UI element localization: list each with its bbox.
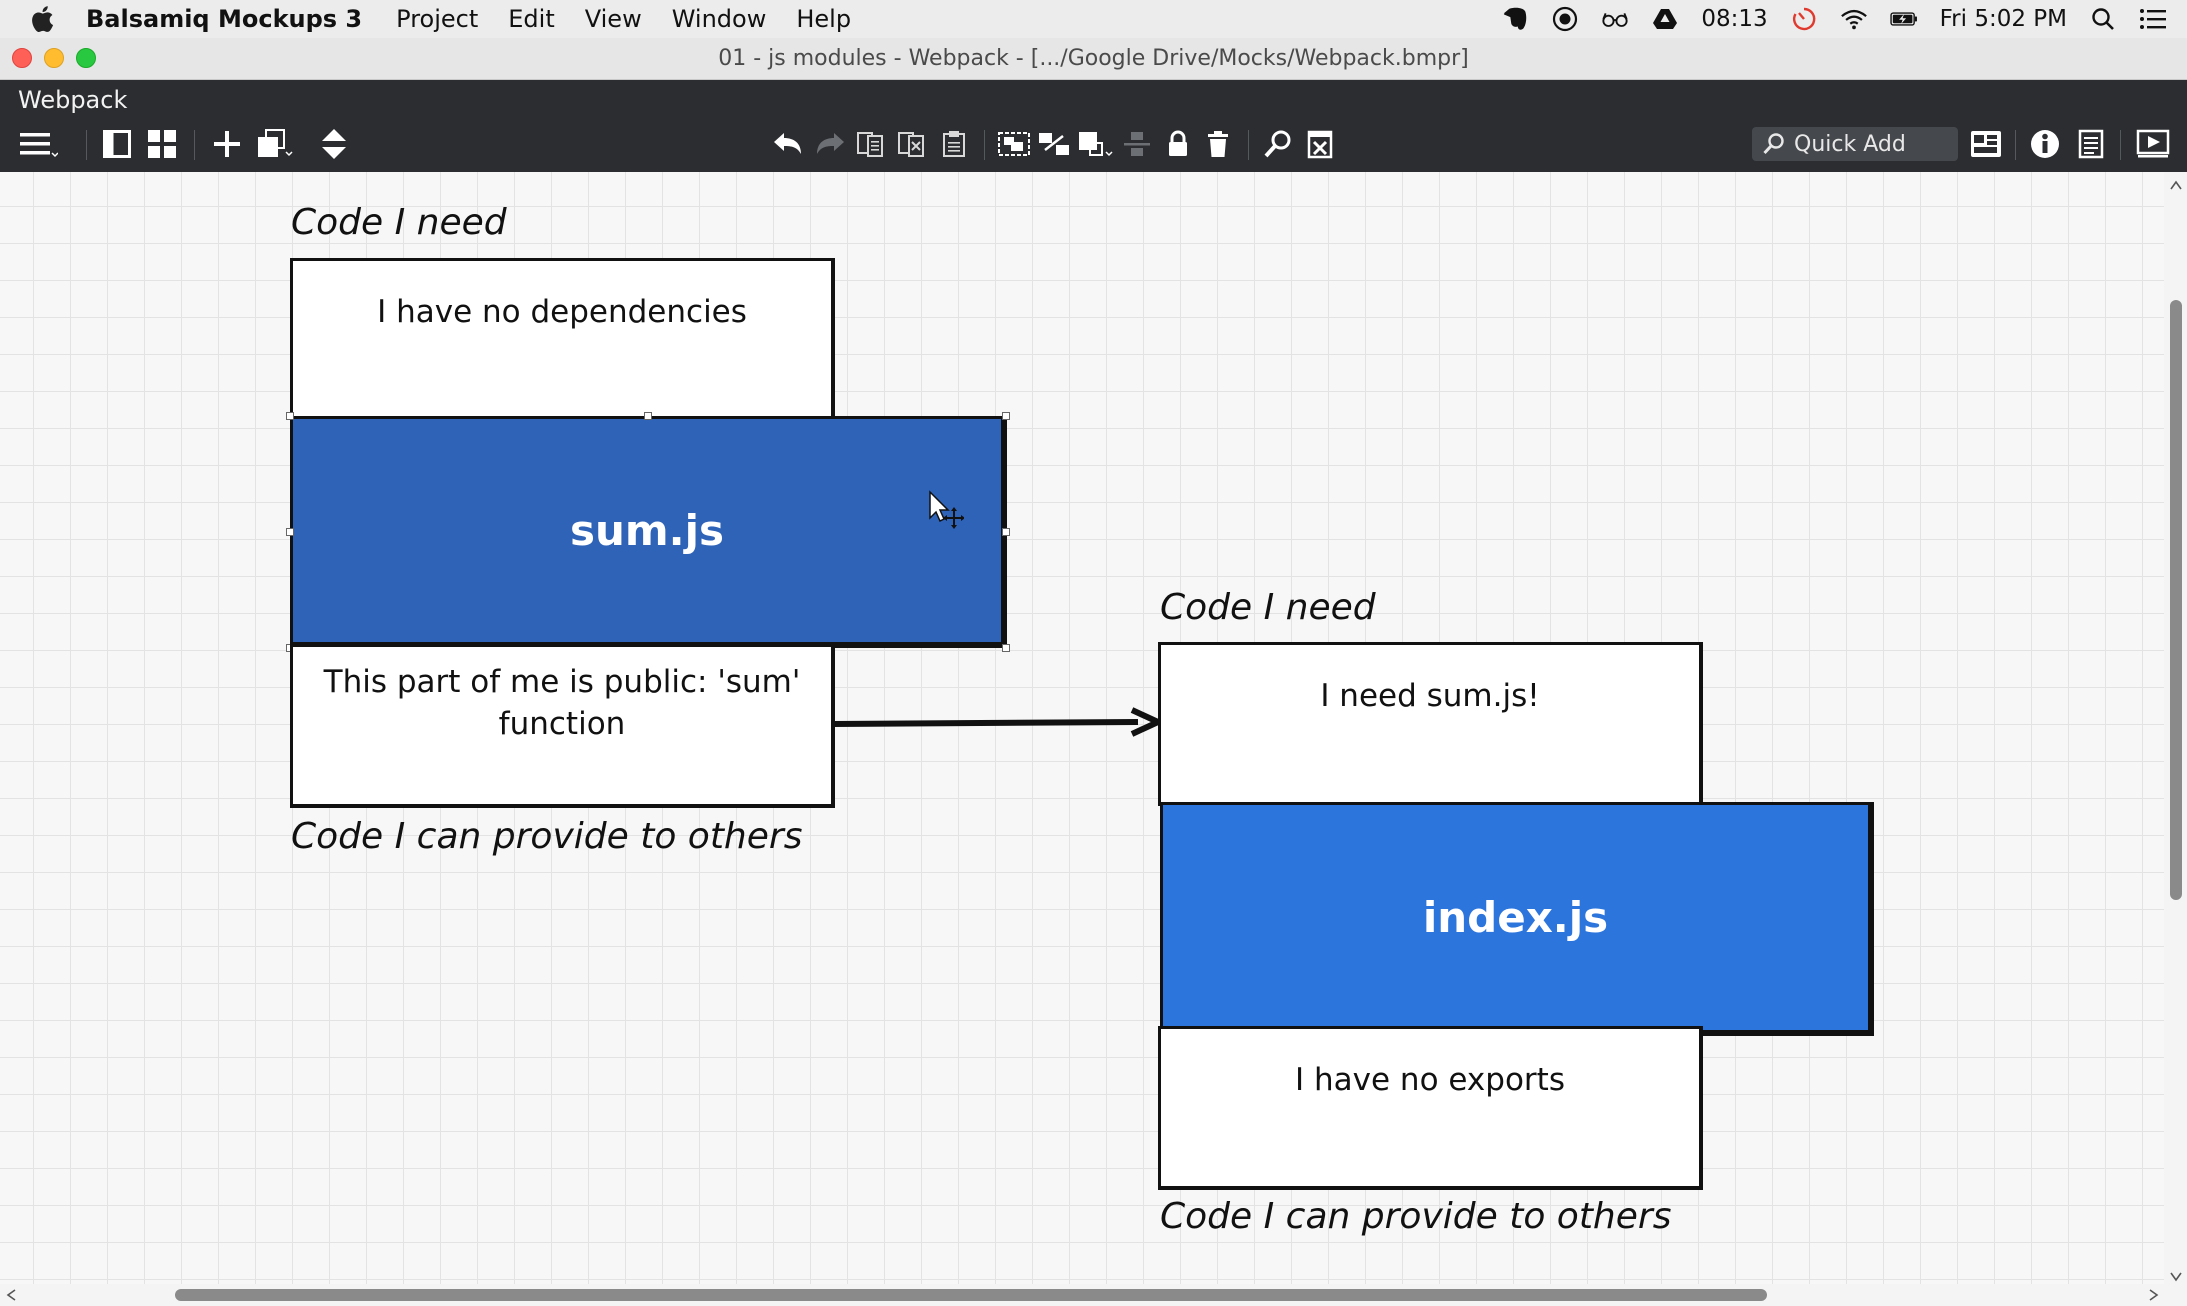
- left-exports-box[interactable]: This part of me is public: 'sum' functio…: [290, 644, 835, 808]
- menu-project[interactable]: Project: [396, 5, 479, 33]
- drive-icon[interactable]: [1651, 5, 1679, 33]
- macos-menubar: Balsamiq Mockups 3 Project Edit View Win…: [0, 0, 2187, 38]
- search-icon: [1763, 133, 1784, 155]
- quick-add-placeholder: Quick Add: [1794, 131, 1906, 157]
- sum-js-module[interactable]: sum.js: [290, 416, 1007, 648]
- apple-icon[interactable]: [30, 5, 68, 33]
- undo-icon[interactable]: [768, 124, 808, 164]
- horizontal-scroll-thumb[interactable]: [175, 1289, 1767, 1301]
- single-panel-view-icon[interactable]: [97, 124, 137, 164]
- notes-icon[interactable]: [2071, 124, 2111, 164]
- lock-icon[interactable]: [1158, 124, 1198, 164]
- left-dependencies-box[interactable]: I have no dependencies: [290, 258, 835, 422]
- evernote-icon[interactable]: [1501, 5, 1529, 33]
- arrange-layers-icon[interactable]: [256, 124, 296, 164]
- right-code-i-need-label[interactable]: Code I need: [1160, 587, 1376, 628]
- scroll-left-icon[interactable]: [6, 1289, 16, 1301]
- toolbar: Quick Add: [0, 120, 2187, 168]
- dependency-arrow[interactable]: [832, 702, 1162, 742]
- scroll-down-icon[interactable]: [2170, 1272, 2182, 1282]
- presentation-mode-icon[interactable]: [2133, 124, 2173, 164]
- menubar-status-area: 08:13 Fri 5:02 PM: [1501, 0, 2167, 38]
- timer-icon[interactable]: [1790, 5, 1818, 33]
- info-icon[interactable]: [2025, 124, 2065, 164]
- menu-edit[interactable]: Edit: [508, 5, 555, 33]
- cut-icon[interactable]: [892, 124, 932, 164]
- selection-handle[interactable]: [286, 412, 294, 420]
- menu-window[interactable]: Window: [671, 5, 767, 33]
- paste-icon[interactable]: [934, 124, 974, 164]
- record-icon[interactable]: [1551, 5, 1579, 33]
- find-icon[interactable]: [1258, 124, 1298, 164]
- battery-icon[interactable]: [1889, 5, 1918, 33]
- document-title[interactable]: Webpack: [18, 86, 128, 114]
- menu-help[interactable]: Help: [796, 5, 852, 33]
- toolbar-separator: [194, 130, 195, 160]
- right-dependencies-box[interactable]: I need sum.js!: [1158, 642, 1703, 806]
- scroll-up-icon[interactable]: [2170, 180, 2182, 190]
- spotlight-icon[interactable]: [2089, 5, 2117, 33]
- redo-icon[interactable]: [810, 124, 850, 164]
- menubar-app-name[interactable]: Balsamiq Mockups 3: [86, 5, 363, 33]
- add-icon[interactable]: [207, 124, 247, 164]
- quick-add-search[interactable]: Quick Add: [1752, 127, 1958, 161]
- toolbar-separator: [2120, 130, 2121, 160]
- timer-readout[interactable]: 08:13: [1701, 6, 1768, 32]
- left-code-i-need-label[interactable]: Code I need: [291, 202, 507, 243]
- traffic-lights: [12, 48, 96, 68]
- glasses-icon[interactable]: [1601, 5, 1629, 33]
- sum-js-label: sum.js: [569, 506, 724, 555]
- toolbar-separator: [984, 130, 985, 160]
- align-icon[interactable]: [1076, 124, 1116, 164]
- left-exports-text: This part of me is public: 'sum' functio…: [323, 664, 801, 742]
- toolbar-separator: [1248, 130, 1249, 160]
- horizontal-scrollbar[interactable]: [0, 1284, 2187, 1306]
- selection-handle[interactable]: [644, 412, 652, 420]
- zoom-window-button[interactable]: [76, 48, 96, 68]
- ui-library-icon[interactable]: [1966, 124, 2006, 164]
- toolbar-separator: [86, 130, 87, 160]
- selection-handle[interactable]: [1002, 412, 1010, 420]
- minimize-window-button[interactable]: [44, 48, 64, 68]
- menu-view[interactable]: View: [584, 5, 642, 33]
- selection-handle[interactable]: [286, 528, 294, 536]
- window-title: 01 - js modules - Webpack - [.../Google …: [718, 46, 1469, 71]
- clear-icon[interactable]: [1300, 124, 1340, 164]
- ungroup-icon[interactable]: [1034, 124, 1074, 164]
- wifi-icon[interactable]: [1840, 5, 1868, 33]
- notifications-icon[interactable]: [2139, 5, 2167, 33]
- scroll-right-icon[interactable]: [2149, 1289, 2159, 1301]
- left-provides-label[interactable]: Code I can provide to others: [291, 816, 803, 857]
- window-titlebar: 01 - js modules - Webpack - [.../Google …: [0, 38, 2187, 80]
- copy-icon[interactable]: [851, 124, 891, 164]
- selection-handle[interactable]: [1002, 528, 1010, 536]
- index-js-module[interactable]: index.js: [1160, 802, 1874, 1036]
- vertical-scroll-thumb[interactable]: [2170, 300, 2182, 900]
- grid-view-icon[interactable]: [142, 124, 182, 164]
- distribute-icon[interactable]: [1117, 124, 1157, 164]
- group-icon[interactable]: [994, 124, 1034, 164]
- left-dependencies-text: I have no dependencies: [377, 294, 747, 330]
- menubar-datetime[interactable]: Fri 5:02 PM: [1939, 6, 2067, 32]
- move-cursor-icon: [928, 490, 965, 534]
- mockup-canvas[interactable]: Code I need I have no dependencies sum.j…: [0, 172, 2164, 1290]
- index-js-label: index.js: [1422, 893, 1609, 942]
- right-exports-text: I have no exports: [1295, 1062, 1565, 1098]
- move-up-down-icon[interactable]: [314, 124, 354, 164]
- toolbar-separator: [2015, 130, 2016, 160]
- right-exports-box[interactable]: I have no exports: [1158, 1026, 1703, 1190]
- trash-icon[interactable]: [1198, 124, 1238, 164]
- hamburger-menu-icon[interactable]: [18, 124, 58, 164]
- vertical-scrollbar[interactable]: [2164, 172, 2187, 1290]
- selection-handle[interactable]: [1002, 644, 1010, 652]
- close-window-button[interactable]: [12, 48, 32, 68]
- right-provides-label[interactable]: Code I can provide to others: [1160, 1196, 1672, 1237]
- right-dependencies-text: I need sum.js!: [1320, 678, 1540, 714]
- app-header: Webpack: [0, 80, 2187, 172]
